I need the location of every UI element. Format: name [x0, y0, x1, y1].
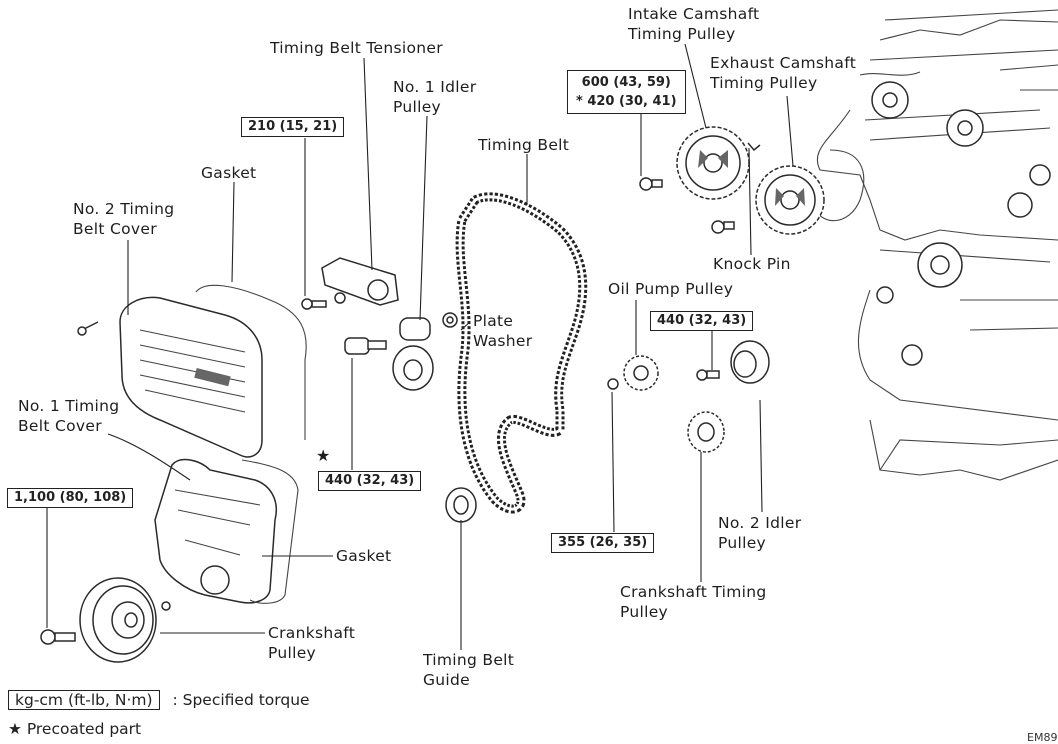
crankshaft-timing-pulley [687, 411, 725, 453]
torque-crank-box: 1,100 (80, 108) [7, 488, 134, 508]
no2-timing-belt-cover [77, 296, 263, 458]
torque-idler1-box: 440 (32, 43) [318, 471, 422, 491]
torque-cam-box: 600 (43, 59)* 420 (30, 41) [567, 70, 686, 114]
torque-oil-pump-box: 355 (26, 35) [551, 533, 655, 553]
legend-unit-box: kg-cm (ft-lb, N·m) [8, 690, 160, 710]
figure-code: EM89 [1027, 731, 1058, 744]
legend-unit-text: : Specified torque [172, 691, 310, 709]
engine-block [809, 9, 1058, 481]
camshaft-bolts [639, 142, 761, 234]
tensioner-label: Timing Belt Tensioner [270, 39, 443, 57]
oil-pump-label: Oil Pump Pulley [608, 280, 734, 298]
intake-camshaft-pulley [676, 126, 750, 200]
gasket-bottom-label: Gasket [336, 547, 392, 565]
no2-idler-pulley [696, 340, 770, 384]
crankshaft-pulley [40, 577, 171, 663]
gasket-top [195, 284, 307, 440]
gasket-top-label: Gasket [201, 164, 257, 182]
torque-idler2-box: 440 (32, 43) [650, 311, 754, 331]
timing-belt-guide [445, 487, 477, 523]
knock-pin-label: Knock Pin [713, 255, 791, 273]
exhaust-camshaft-pulley [755, 165, 825, 235]
precoated-star-marker: ★ [316, 446, 331, 465]
oil-pump-pulley [607, 355, 659, 391]
timing-belt-tensioner [301, 257, 399, 310]
timing-belt [455, 192, 588, 514]
gasket-bottom [241, 459, 299, 604]
legend-precoated: ★ Precoated part [8, 720, 142, 738]
legend-torque: kg-cm (ft-lb, N·m) : Specified torque [8, 690, 310, 710]
no1-timing-belt-cover [154, 458, 277, 604]
leader-lines [46, 43, 794, 650]
torque-tensioner-box: 210 (15, 21) [241, 117, 345, 137]
no1-idler-pulley [344, 312, 458, 391]
timing-belt-label: Timing Belt [478, 136, 570, 154]
